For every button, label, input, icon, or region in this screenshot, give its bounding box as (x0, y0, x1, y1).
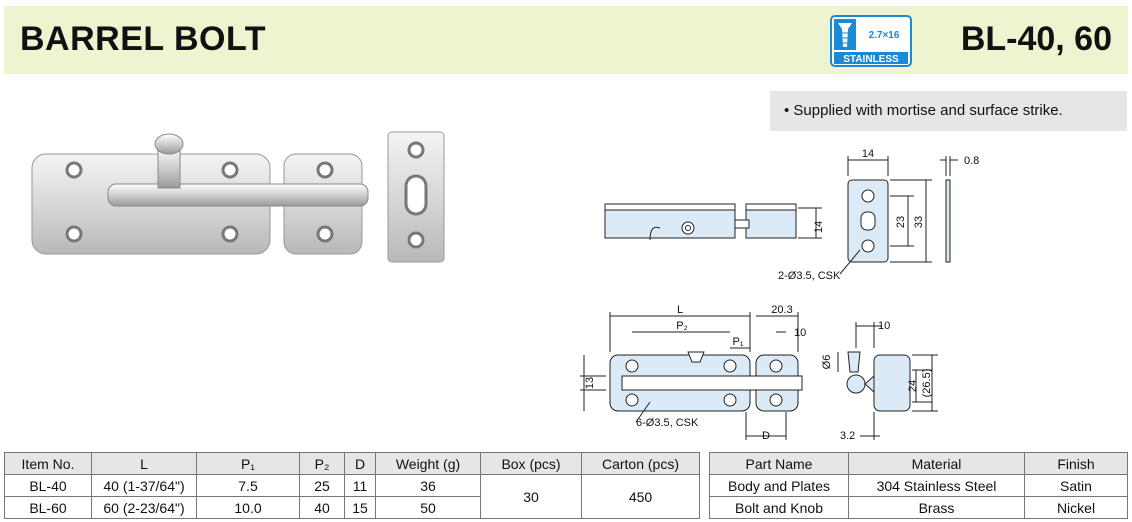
col-L: L (91, 452, 197, 475)
strike-holes-note: 2-Ø3.5, CSK (778, 270, 841, 282)
col-part-name: Part Name (709, 452, 849, 475)
cell: Satin (1024, 474, 1128, 497)
col-finish: Finish (1024, 452, 1128, 475)
cell: 7.5 (196, 474, 300, 497)
col-P2: P₂ (299, 452, 345, 475)
bolt-knob (154, 133, 184, 189)
dim-top-thickness: 0.8 (964, 155, 979, 167)
top-view (604, 203, 797, 241)
cell-box: 30 (480, 474, 582, 519)
col-carton: Carton (pcs) (581, 452, 700, 475)
strike-front-view (847, 179, 889, 263)
strike-side-view (940, 156, 958, 263)
cell: 60 (2-23/64") (91, 496, 197, 519)
stainless-badge: 2.7×16 STAINLESS (830, 15, 912, 67)
col-D: D (344, 452, 376, 475)
dim-P2: P₂ (676, 320, 688, 332)
col-box: Box (pcs) (480, 452, 582, 475)
table-row: Body and Plates 304 Stainless Steel Sati… (709, 474, 1128, 497)
col-material: Material (848, 452, 1025, 475)
feature-note: • Supplied with mortise and surface stri… (770, 91, 1127, 131)
screw-icon (838, 23, 852, 47)
cell: 25 (299, 474, 345, 497)
cell: 304 Stainless Steel (848, 474, 1025, 497)
col-weight: Weight (g) (375, 452, 481, 475)
bolt-rod (107, 183, 369, 207)
table-row: BL-40 40 (1-37/64") 7.5 25 11 36 30 450 (4, 474, 700, 519)
bolt-front-view (609, 351, 803, 412)
dim-strike-inner: 23 (895, 216, 907, 228)
col-P1: P₁ (196, 452, 300, 475)
cell: 36 (375, 474, 481, 497)
strike-plate (387, 131, 445, 263)
material-header-row: Part Name Material Finish (709, 452, 1128, 475)
cell: 40 (1-37/64") (91, 474, 197, 497)
cell: BL-60 (4, 496, 92, 519)
cell: 10.0 (196, 496, 300, 519)
cell: Nickel (1024, 496, 1128, 519)
cell: BL-40 (4, 474, 92, 497)
page-title: BARREL BOLT (20, 20, 267, 58)
cell: Body and Plates (709, 474, 849, 497)
bolt-holes-note: 6-Ø3.5, CSK (636, 417, 699, 429)
dim-strike-outer: 33 (913, 216, 925, 228)
dim-24: 24 (907, 380, 919, 392)
col-item-no: Item No. (4, 452, 92, 475)
cell: 40 (299, 496, 345, 519)
dim-10b: 10 (878, 320, 890, 332)
dim-13: 13 (584, 377, 596, 389)
dim-D: D (762, 430, 770, 440)
material-table: Part Name Material Finish Body and Plate… (709, 452, 1128, 519)
header-band: BARREL BOLT 2.7×16 STAINLESS BL-40, 60 (4, 6, 1128, 74)
cell: Brass (848, 496, 1025, 519)
table-row: BL-60 60 (2-23/64") 10.0 40 15 50 (4, 496, 700, 519)
spec-table: Item No. L P₁ P₂ D Weight (g) Box (pcs) … (4, 452, 700, 519)
cell-carton: 450 (581, 474, 700, 519)
dim-20-3: 20.3 (771, 304, 792, 316)
model-number: BL-40, 60 (960, 20, 1112, 58)
technical-drawing: 14 14 23 33 2-Ø3.5, CSK 0.8 (580, 148, 979, 440)
dim-6: Ø6 (821, 355, 833, 370)
cell: 50 (375, 496, 481, 519)
product-photo (31, 131, 445, 263)
spec-header-row: Item No. L P₁ P₂ D Weight (g) Box (pcs) … (4, 452, 700, 475)
cell: 15 (344, 496, 376, 519)
dim-L: L (677, 304, 683, 316)
table-row: Bolt and Knob Brass Nickel (709, 496, 1128, 519)
badge-label: STAINLESS (843, 54, 899, 65)
dim-top-width: 14 (862, 148, 874, 160)
dim-10a: 10 (794, 327, 806, 339)
dim-side-height: 14 (813, 221, 825, 233)
cell: 11 (344, 474, 376, 497)
dim-P1: P₁ (732, 336, 743, 348)
badge-size: 2.7×16 (869, 30, 900, 41)
cell: Bolt and Knob (709, 496, 849, 519)
dim-3-2: 3.2 (840, 430, 855, 440)
dim-26-5: (26.5) (921, 369, 933, 398)
knob-side-view (846, 351, 911, 412)
